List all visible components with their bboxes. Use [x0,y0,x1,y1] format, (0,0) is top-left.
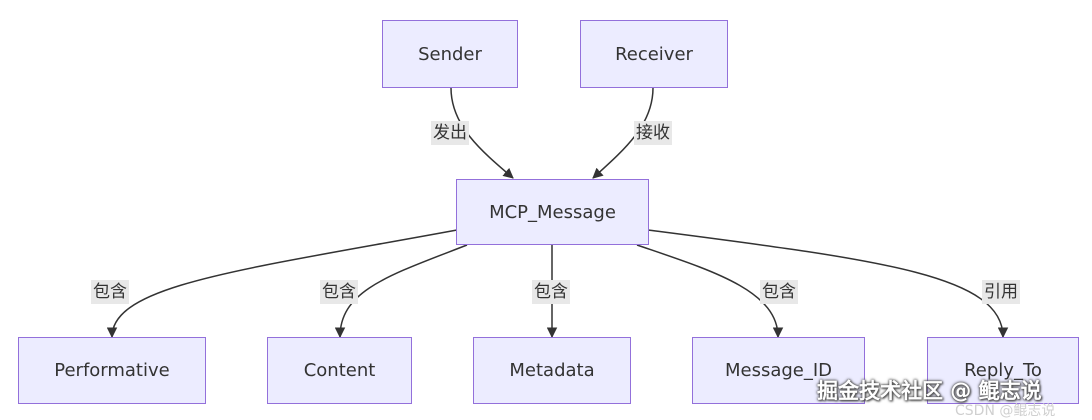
edge-label-contains-message-id: 包含 [760,280,798,304]
edge-sender-to-message [450,87,514,179]
node-sender: Sender [382,20,518,88]
edge-message-to-reply-to [647,229,1009,339]
watermark-sub: CSDN @鲲志说 [955,403,1056,419]
node-message-id: Message_ID [692,337,865,404]
edge-message-to-content [334,244,468,339]
node-mcp-message: MCP_Message [456,179,649,245]
edge-label-contains-performative: 包含 [91,280,129,304]
node-performative: Performative [18,337,206,404]
edge-message-to-message-id [636,244,784,339]
edge-label-references-reply-to: 引用 [982,280,1020,304]
node-content: Content [267,337,412,404]
edge-label-contains-content: 包含 [320,280,358,304]
edge-label-contains-metadata: 包含 [532,280,570,304]
edge-label-receive: 接收 [634,121,672,145]
node-receiver: Receiver [580,20,728,88]
edge-label-send: 发出 [431,121,469,145]
edge-message-to-performative [106,229,458,339]
watermark-text: 掘金技术社区 @ 鲲志说 [817,379,1042,403]
node-metadata: Metadata [473,337,631,404]
node-reply-to: Reply_To [927,337,1079,404]
